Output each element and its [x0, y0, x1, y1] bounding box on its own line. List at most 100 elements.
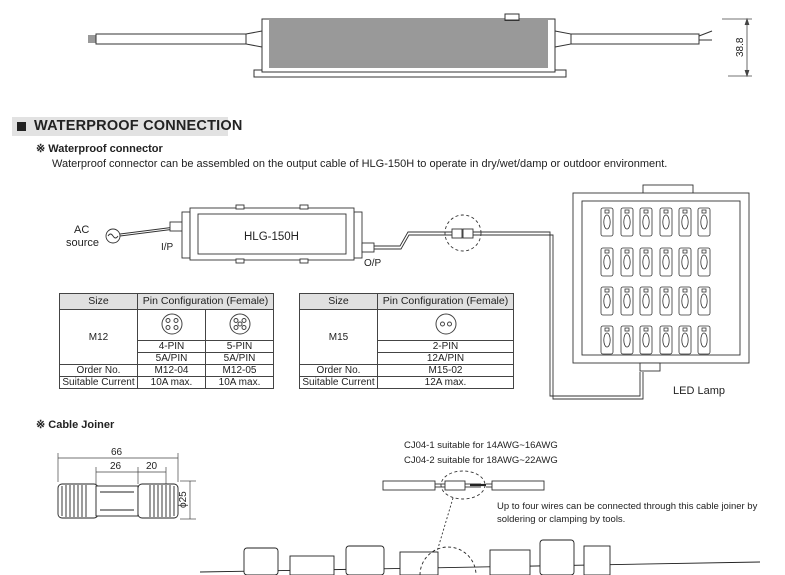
joiner-assembly-drawing — [199, 539, 761, 575]
joiner-model-2: CJ04-2 suitable for 18AWG~22AWG — [404, 455, 558, 466]
led-module — [697, 207, 711, 237]
led-module — [639, 207, 653, 237]
led-module — [678, 247, 692, 277]
m12-header-pin: Pin Configuration (Female) — [136, 293, 275, 310]
led-lamp — [572, 184, 750, 372]
joiner-note-2: soldering or clamping by tools. — [497, 514, 625, 525]
led-module-tab — [643, 327, 649, 332]
wire-joint-illustration — [382, 470, 545, 575]
section-header: WATERPROOF CONNECTION — [12, 117, 242, 136]
led-module-lens — [623, 254, 631, 270]
input-cable — [88, 30, 263, 48]
output-wire — [361, 231, 456, 253]
led-module-lens — [662, 254, 670, 270]
led-module-lens — [681, 214, 689, 230]
m15-connector-table: Size Pin Configuration (Female) M15 2-PI… — [299, 293, 514, 389]
height-dimension-label: 38.8 — [735, 37, 746, 57]
led-module-lens — [642, 332, 650, 348]
m15-size: M15 — [299, 309, 378, 365]
led-module-lens — [642, 293, 650, 309]
cable-joiner-heading: ※ Cable Joiner — [36, 419, 115, 431]
section-bullet-icon — [17, 122, 26, 131]
led-module-lens — [623, 293, 631, 309]
led-module-lens — [662, 293, 670, 309]
joiner-note-1: Up to four wires can be connected throug… — [497, 501, 758, 512]
led-module — [600, 286, 614, 316]
led-module — [600, 207, 614, 237]
led-module — [697, 286, 711, 316]
joiner-dim-b: 20 — [146, 461, 158, 472]
led-module-tab — [663, 288, 669, 293]
ac-source-icon — [105, 228, 121, 244]
led-module — [639, 325, 653, 355]
led-module-tab — [701, 209, 707, 214]
m15-2pin-icon — [377, 309, 514, 341]
joiner-dimensions — [57, 453, 196, 520]
led-module — [659, 207, 673, 237]
m12-pin-b: 5-PIN — [204, 340, 275, 353]
led-module-lens — [700, 214, 708, 230]
cable-joiner-drawing: 66 26 20 ϕ25 CJ04-1 suitable for 14AWG~1… — [57, 440, 761, 575]
led-module-tab — [643, 249, 649, 254]
led-module-lens — [700, 293, 708, 309]
m15-rating: 12A/PIN — [377, 352, 514, 365]
wiring-diagram: AC source I/P HLG-150H O/P — [66, 184, 750, 400]
led-module-tab — [643, 209, 649, 214]
led-module-tab — [604, 209, 610, 214]
m12-rating-b: 5A/PIN — [204, 352, 275, 365]
joiner-dim-total: 66 — [111, 447, 123, 458]
joiner-body — [57, 483, 179, 519]
output-cable — [554, 30, 713, 48]
input-label: I/P — [161, 242, 174, 253]
psu-side-view-drawing: 38.8 — [88, 13, 752, 78]
led-module — [659, 247, 673, 277]
led-module — [620, 247, 634, 277]
led-module-tab — [701, 327, 707, 332]
led-module-tab — [604, 327, 610, 332]
m15-header-size: Size — [299, 293, 378, 310]
joiner-dim-a: 26 — [110, 461, 122, 472]
led-module — [678, 286, 692, 316]
section-title: WATERPROOF CONNECTION — [34, 118, 243, 134]
led-module-lens — [603, 332, 611, 348]
led-module-lens — [681, 293, 689, 309]
led-module — [659, 286, 673, 316]
m12-current-label: Suitable Current — [59, 376, 138, 389]
waterproof-connector-description: Waterproof connector can be assembled on… — [52, 158, 668, 170]
led-module-lens — [642, 254, 650, 270]
joiner-dim-diameter: ϕ25 — [178, 491, 189, 508]
led-module-tab — [682, 209, 688, 214]
led-module-tab — [682, 249, 688, 254]
led-module-tab — [604, 288, 610, 293]
led-module-lens — [681, 254, 689, 270]
led-module-lens — [603, 254, 611, 270]
m12-size: M12 — [59, 309, 138, 365]
psu-label: HLG-150H — [244, 231, 299, 243]
m15-header-pin: Pin Configuration (Female) — [377, 293, 514, 310]
led-module-lens — [603, 214, 611, 230]
joiner-model-1: CJ04-1 suitable for 14AWG~16AWG — [404, 440, 558, 451]
led-module — [639, 247, 653, 277]
led-module-tab — [624, 249, 630, 254]
height-dimension — [722, 17, 752, 78]
led-module-tab — [643, 288, 649, 293]
m12-current-a: 10A max. — [137, 376, 206, 389]
led-module — [678, 207, 692, 237]
output-label: O/P — [364, 258, 382, 269]
led-module — [600, 247, 614, 277]
led-module-tab — [663, 327, 669, 332]
led-module-lens — [603, 293, 611, 309]
m12-header-size: Size — [59, 293, 138, 310]
led-module — [620, 325, 634, 355]
psu-box — [181, 204, 363, 264]
led-module — [620, 207, 634, 237]
led-module-tab — [604, 249, 610, 254]
connector-detail — [444, 214, 644, 400]
m15-current-label: Suitable Current — [299, 376, 378, 389]
ac-source-label-2: source — [66, 237, 99, 249]
led-module-lens — [662, 332, 670, 348]
m15-pin: 2-PIN — [377, 340, 514, 353]
led-lamp-label: LED Lamp — [673, 385, 725, 397]
m15-current: 12A max. — [377, 376, 514, 389]
led-module-lens — [681, 332, 689, 348]
